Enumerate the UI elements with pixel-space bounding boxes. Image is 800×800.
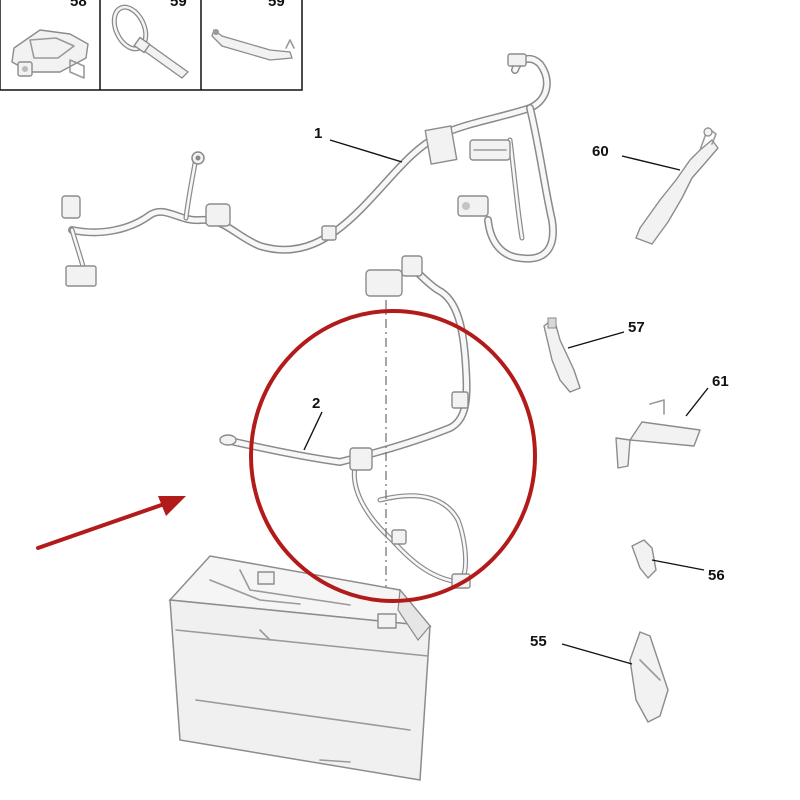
wiring-harness-part [61, 53, 557, 287]
clip-56-part [631, 539, 657, 579]
bracket-55-part [629, 631, 669, 723]
callout-61: 61 [685, 373, 729, 417]
inset-strap-part [211, 28, 295, 61]
callout-label-57: 57 [628, 319, 645, 336]
callout-55: 55 [530, 633, 633, 665]
callout-label-56: 56 [708, 567, 725, 584]
battery-cable-part [219, 255, 471, 610]
inset-cable-tie-part [111, 4, 190, 79]
inset-label-1: 58 [70, 0, 87, 10]
callout-label-55: 55 [530, 633, 547, 650]
inset-panel: 58 59 59 [0, 0, 303, 91]
inset-label-3: 59 [268, 0, 285, 10]
bracket-57-part [543, 317, 581, 393]
callout-label-60: 60 [592, 143, 609, 160]
red-arrow-icon [36, 496, 186, 550]
callout-56: 56 [651, 559, 725, 584]
inset-label-2: 59 [170, 0, 187, 10]
battery-part [168, 555, 432, 781]
callout-60: 60 [592, 143, 681, 171]
callout-label-2: 2 [312, 395, 320, 412]
bracket-60-part [635, 127, 719, 245]
bracket-61-part [615, 399, 701, 469]
callout-label-61: 61 [712, 373, 729, 390]
callout-label-1: 1 [314, 125, 322, 142]
inset-bracket-part [11, 29, 89, 79]
highlight-circle [249, 309, 537, 603]
callout-57: 57 [567, 319, 645, 349]
callout-2: 2 [303, 395, 323, 451]
callout-1: 1 [314, 125, 403, 163]
